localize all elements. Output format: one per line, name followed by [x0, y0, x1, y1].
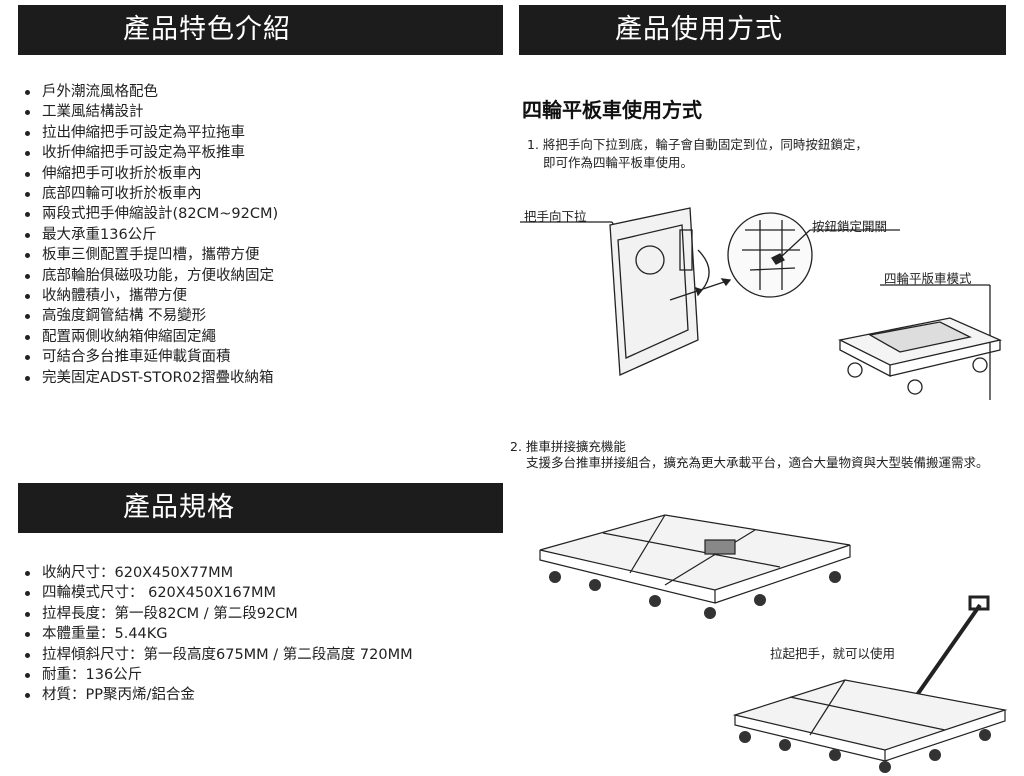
features-item: 底部四輪可收折於板車內 [22, 184, 278, 204]
features-item: 高強度鋼管結構 不易變形 [22, 306, 278, 326]
step1-line2: 即可作為四輪平板車使用。 [543, 155, 694, 170]
specs-item: 本體重量：5.44KG [22, 624, 413, 644]
features-item: 兩段式把手伸縮設計(82CM~92CM) [22, 204, 278, 224]
features-list: 戶外潮流風格配色工業風結構設計拉出伸縮把手可設定為平拉拖車收折伸縮把手可設定為平… [22, 82, 278, 388]
features-item: 底部輪胎俱磁吸功能，方便收納固定 [22, 266, 278, 286]
usage-subtitle: 四輪平板車使用方式 [522, 98, 702, 122]
label-flat-mode: 四輪平版車模式 [884, 271, 972, 286]
features-item: 完美固定ADST-STOR02摺疊收納箱 [22, 368, 278, 388]
features-item: 配置兩側收納箱伸縮固定繩 [22, 327, 278, 347]
features-item: 工業風結構設計 [22, 102, 278, 122]
step2-line1: 2. 推車拼接擴充機能 [510, 439, 626, 454]
label-pull-handle: 把手向下拉 [524, 209, 587, 224]
joined-carts-with-handle-illustration [732, 595, 1008, 773]
features-item: 伸縮把手可收折於板車內 [22, 164, 278, 184]
features-item: 戶外潮流風格配色 [22, 82, 278, 102]
features-item: 收折伸縮把手可設定為平板推車 [22, 143, 278, 163]
step1-line1: 1. 將把手向下拉到底，輪子會自動固定到位，同時按鈕鎖定， [527, 137, 868, 152]
folded-cart-illustration [520, 207, 1003, 400]
specs-item: 拉桿傾斜尺寸：第一段高度675MM / 第二段高度 720MM [22, 645, 413, 665]
features-item: 可結合多台推車延伸載貨面積 [22, 347, 278, 367]
specs-item: 材質：PP聚丙烯/鋁合金 [22, 685, 413, 705]
features-item: 板車三側配置手提凹槽，攜帶方便 [22, 245, 278, 265]
specs-header: 產品規格 [18, 483, 503, 533]
features-item: 最大承重136公斤 [22, 225, 278, 245]
features-item: 收納體積小，攜帶方便 [22, 286, 278, 306]
features-header: 產品特色介紹 [18, 5, 503, 55]
features-item: 拉出伸縮把手可設定為平拉拖車 [22, 123, 278, 143]
joined-carts-illustration [539, 514, 851, 619]
step2-line2: 支援多台推車拼接組合，擴充為更大承載平台，適合大量物資與大型裝備搬運需求。 [526, 455, 989, 470]
specs-item: 耐重：136公斤 [22, 665, 413, 685]
label-pull-up-handle: 拉起把手，就可以使用 [770, 646, 896, 661]
usage-header: 產品使用方式 [519, 5, 1006, 55]
specs-item: 拉桿長度：第一段82CM / 第二段92CM [22, 604, 413, 624]
specs-item: 收納尺寸：620X450X77MM [22, 563, 413, 583]
specs-item: 四輪模式尺寸： 620X450X167MM [22, 583, 413, 603]
